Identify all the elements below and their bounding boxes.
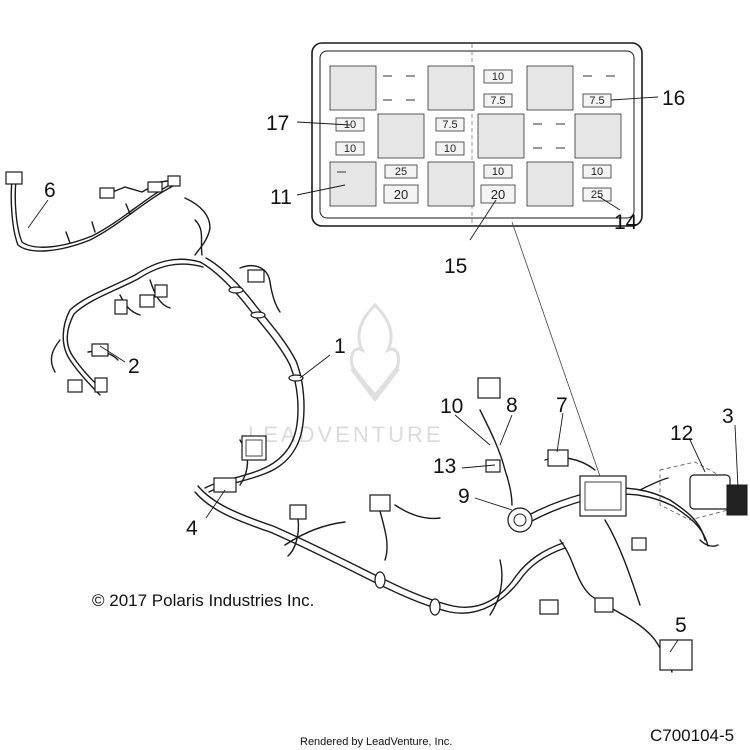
watermark-flame-icon (350, 302, 400, 398)
callout-15: 15 (444, 255, 467, 278)
module-12 (659, 461, 748, 521)
main-harness-1 (194, 219, 305, 493)
fuse-box: 10 7.5 7.5 10 10 7.5 10 25 20 10 20 10 2… (311, 42, 643, 227)
callout-10: 10 (440, 395, 463, 418)
rendered-by-text: Rendered by LeadVenture, Inc. (300, 736, 452, 748)
watermark: LEADVENTURE (248, 302, 444, 447)
leader-lines (27, 96, 739, 653)
fuse-value: 7.5 (490, 95, 505, 107)
callout-2: 2 (128, 355, 140, 378)
callout-3: 3 (722, 405, 734, 428)
fuse-value: 10 (492, 71, 504, 83)
diagram-id: C700104-5 (650, 726, 734, 745)
fuse-value: 7.5 (442, 119, 457, 131)
harness-2 (50, 258, 204, 396)
watermark-text: LEADVENTURE (248, 422, 444, 447)
callout-4: 4 (186, 517, 198, 540)
harness-6 (5, 171, 211, 256)
fuse-value: 10 (591, 166, 603, 178)
callout-14: 14 (614, 211, 638, 234)
fuse-value: 20 (394, 187, 408, 202)
callout-6: 6 (44, 179, 56, 202)
callout-7: 7 (556, 394, 568, 417)
fuse-value: 25 (591, 189, 603, 201)
callout-13: 13 (433, 455, 456, 478)
harness-4 (194, 485, 566, 616)
fuse-value: 10 (492, 166, 504, 178)
fuse-value: 20 (491, 187, 505, 202)
callout-8: 8 (506, 394, 518, 417)
callout-5: 5 (675, 614, 687, 637)
fuse-value: 10 (444, 143, 456, 155)
callout-1: 1 (334, 335, 346, 358)
callout-9: 9 (458, 485, 470, 508)
harness-cluster-right (477, 377, 719, 673)
callout-16: 16 (662, 87, 685, 110)
callout-12: 12 (670, 422, 693, 445)
copyright-text: © 2017 Polaris Industries Inc. (92, 591, 314, 610)
fuse-value: 7.5 (589, 95, 604, 107)
callout-17: 17 (266, 112, 289, 135)
fuse-value: 25 (395, 166, 407, 178)
fuse-value: 10 (344, 143, 356, 155)
callout-11: 11 (270, 186, 292, 209)
callouts: 1 2 3 4 5 6 7 8 9 10 11 12 13 14 15 16 1… (44, 87, 734, 637)
